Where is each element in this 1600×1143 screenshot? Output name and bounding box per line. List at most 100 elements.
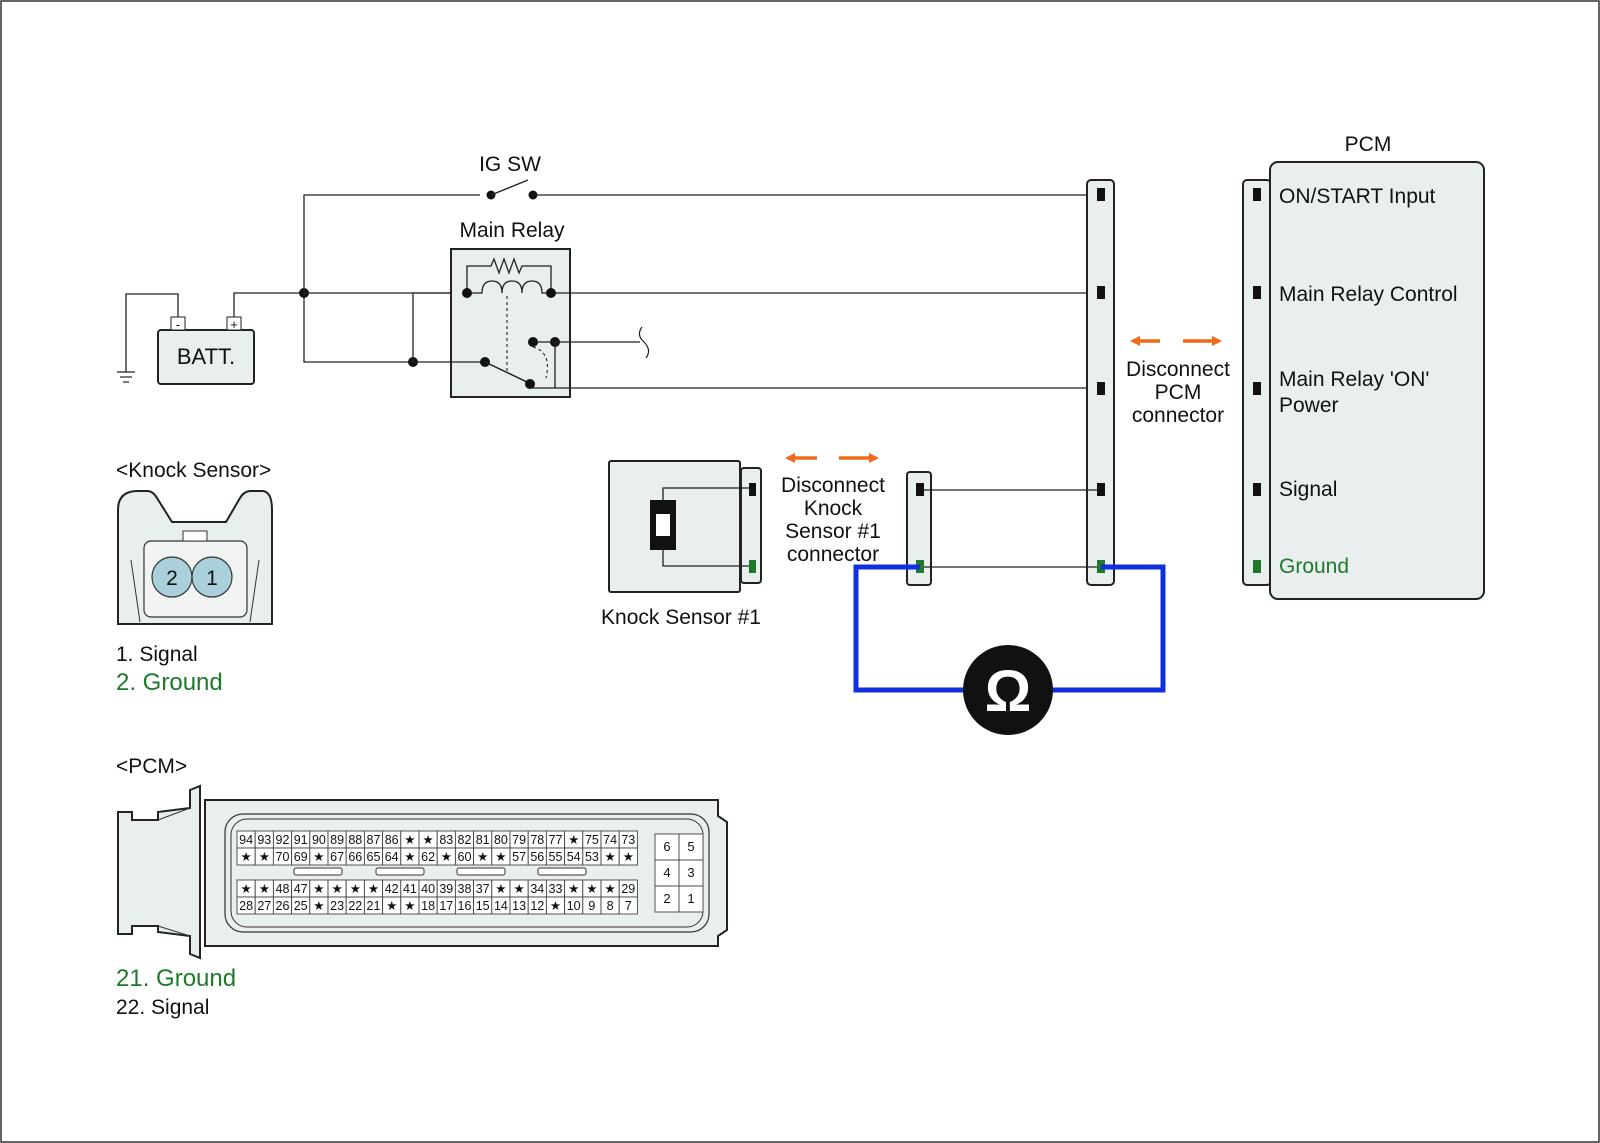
relay-terminal — [546, 288, 556, 298]
pcm-pin-label: 38 — [458, 882, 472, 896]
pcm-pin-label: 17 — [439, 899, 453, 913]
pcm-pin-label: ★ — [404, 833, 415, 847]
pcm-pin-label: 53 — [585, 850, 599, 864]
pcm-pin-label: ★ — [331, 882, 342, 896]
pcm-pin-label: ★ — [240, 850, 251, 864]
pcm-pin-ground — [1253, 560, 1261, 573]
battery-positive-wire — [233, 292, 304, 317]
pcm-pin-label: 82 — [458, 833, 472, 847]
pcm-pin-label: 77 — [549, 833, 563, 847]
battery-ground-wire — [125, 293, 179, 372]
knock-sensor-internal-wire — [662, 550, 749, 567]
pcm-pin-label: 25 — [294, 899, 308, 913]
pcm-pin-label: 81 — [476, 833, 490, 847]
ohm-symbol: Ω — [985, 659, 1032, 724]
battery-label: BATT. — [177, 344, 235, 369]
pcm-title: PCM — [1345, 133, 1392, 156]
pcm-pin-label: 86 — [385, 833, 399, 847]
connector-pin — [1097, 382, 1105, 395]
pcm-pin-main-relay-on: Main Relay 'ON' — [1279, 368, 1429, 391]
pcm-side-pin-cell — [678, 859, 704, 887]
knock-sensor-device-label: Knock Sensor #1 — [601, 606, 761, 629]
relay-terminal — [462, 288, 472, 298]
pcm-pin-label: 88 — [348, 833, 362, 847]
relay-contact — [525, 379, 535, 389]
pcm-pin-label: 28 — [239, 899, 253, 913]
knock-connector-housing-detail — [130, 559, 260, 623]
pcm-pin-label: ★ — [477, 850, 488, 864]
pcm-pin-label: 83 — [439, 833, 453, 847]
connector-pin — [1097, 286, 1105, 299]
pcm-pin-label: 91 — [294, 833, 308, 847]
pcm-pin-label: ★ — [404, 899, 415, 913]
main-relay-body — [450, 248, 571, 398]
pcm-pin-label: 65 — [367, 850, 381, 864]
pcm-pin-label: ★ — [313, 882, 324, 896]
power-circuit: BATT. - + IG SW Main Relay — [117, 153, 1098, 398]
disconnect-pcm-label-line: Disconnect — [1126, 358, 1230, 381]
pcm-pin-label: 9 — [588, 899, 595, 913]
disconnect-pcm-label-line: connector — [1132, 404, 1224, 427]
pcm-pin-label: 27 — [257, 899, 271, 913]
pcm-pin-label: 55 — [549, 850, 563, 864]
pcm-pin-label: 54 — [567, 850, 581, 864]
knock-connector-pin-1-label: 1 — [206, 567, 218, 590]
knock-harness-pin — [916, 483, 924, 496]
pcm-connector-key — [293, 867, 343, 876]
pcm-connector-latch — [117, 784, 201, 960]
main-relay-label: Main Relay — [459, 219, 565, 242]
pcm-pin-label: 48 — [276, 882, 290, 896]
disconnect-knock-label-line: Disconnect — [781, 474, 885, 497]
pcm-pin-label: 78 — [530, 833, 544, 847]
knock-connector-pin-1 — [191, 556, 233, 598]
pcm-pin-label: ★ — [350, 882, 361, 896]
pcm-pin-label: 62 — [421, 850, 435, 864]
pcm-pin-cell — [618, 847, 638, 866]
pcm-pin-label: ★ — [259, 882, 270, 896]
pcm-pin-label: ★ — [240, 882, 251, 896]
ig-feed-wire — [303, 194, 480, 293]
connector-pin — [1097, 483, 1105, 496]
pcm-pin-label: 16 — [458, 899, 472, 913]
ig-switch-blade — [490, 179, 529, 196]
pcm-pin-label: 22 — [348, 899, 362, 913]
pcm-pin-label: 8 — [607, 899, 614, 913]
pcm-pin-label: 21 — [367, 899, 381, 913]
pcm-pin-label: 40 — [421, 882, 435, 896]
relay-feed-wire — [303, 293, 413, 363]
battery-negative-symbol: - — [176, 317, 180, 332]
knock-connector-key — [182, 530, 208, 542]
disconnect-knock-label-line: connector — [787, 543, 879, 566]
pcm-side-pin-label: 5 — [687, 839, 694, 854]
pcm-connector-key — [375, 867, 425, 876]
pcm-side-pin-label: 4 — [663, 865, 670, 880]
pcm-pin — [1253, 286, 1261, 299]
disconnect-knock-label-line: Sensor #1 — [785, 520, 881, 543]
pcm-pin-label: ★ — [404, 850, 415, 864]
pcm-pin-label: 89 — [330, 833, 344, 847]
pcm-harness-connector — [1086, 179, 1115, 586]
pcm-pin-label: 66 — [348, 850, 362, 864]
pcm-pin-label: 15 — [476, 899, 490, 913]
relay-throw-indicator — [532, 346, 548, 379]
ohmmeter-icon — [963, 645, 1053, 735]
pcm-pin-label: 7 — [625, 899, 632, 913]
pcm-pin-label: 80 — [494, 833, 508, 847]
pcm-pin-label: 94 — [239, 833, 253, 847]
pcm-pin-on-start-input: ON/START Input — [1279, 185, 1436, 208]
pcm-pin-label: ★ — [495, 882, 506, 896]
pcm-pin-label: 56 — [530, 850, 544, 864]
relay-coil — [467, 280, 551, 294]
pcm-pin-label: ★ — [568, 833, 579, 847]
pcm-side-pin-label: 6 — [663, 839, 670, 854]
pcm-pin-label: 26 — [276, 899, 290, 913]
wire-break-symbol — [638, 326, 650, 359]
pcm-pin-label: 39 — [439, 882, 453, 896]
pcm-pin-label: 29 — [621, 882, 635, 896]
knock-sensor-connector-view: <Knock Sensor> 2 1 1. Signal 2. Ground — [116, 459, 273, 696]
pcm-pin-label: ★ — [586, 882, 597, 896]
pcm-pin-label: 41 — [403, 882, 417, 896]
pcm-pin-label: 74 — [603, 833, 617, 847]
